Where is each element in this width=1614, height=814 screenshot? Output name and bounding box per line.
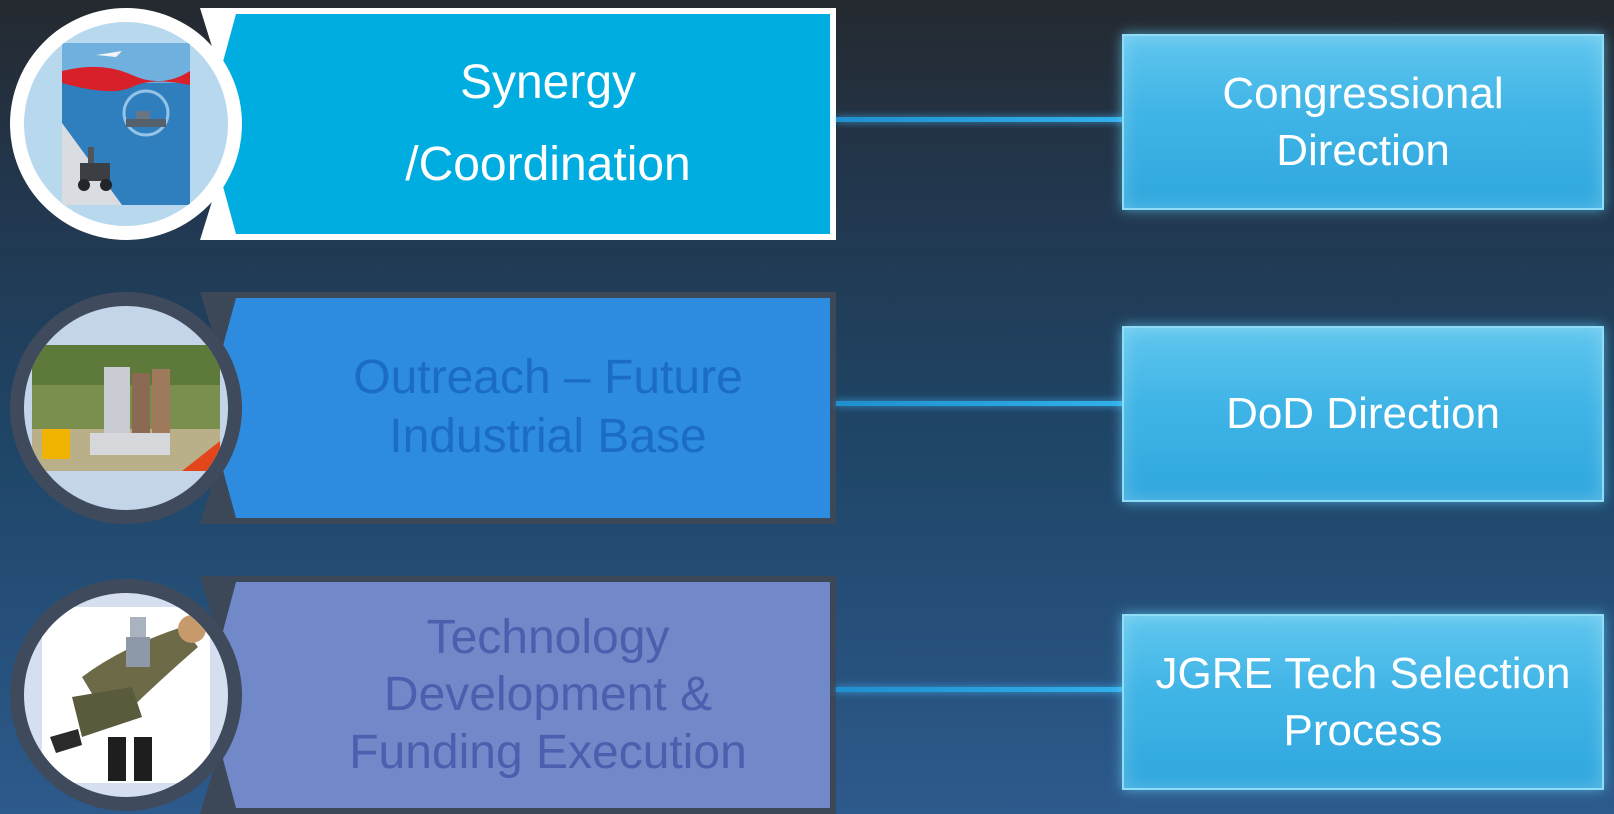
connector-line-1 <box>836 117 1126 122</box>
dod-direction-box: DoD Direction <box>1122 326 1604 502</box>
outreach-industrial-base-label: Outreach – Future Industrial Base <box>353 351 743 463</box>
technology-development-item[interactable]: Technology Development & Funding Executi… <box>0 576 850 814</box>
synergy-coordination-label: Synergy /Coordination <box>405 56 691 191</box>
ship-robot-photo-icon <box>62 43 190 205</box>
synergy-coordination-banner[interactable]: Synergy /Coordination <box>200 8 836 240</box>
soldier-robot-photo-icon <box>42 607 210 783</box>
technology-development-banner[interactable]: Technology Development & Funding Executi… <box>200 576 836 814</box>
technology-badge <box>10 579 242 811</box>
jgre-tech-selection-box: JGRE Tech Selection Process <box>1122 614 1604 790</box>
outreach-industrial-base-item[interactable]: Outreach – Future Industrial Base <box>0 292 850 524</box>
congressional-direction-label: Congressional Direction <box>1222 68 1504 175</box>
technology-development-label: Technology Development & Funding Executi… <box>349 610 747 779</box>
outreach-industrial-base-banner[interactable]: Outreach – Future Industrial Base <box>200 292 836 524</box>
jgre-tech-selection-label: JGRE Tech Selection Process <box>1155 648 1571 755</box>
connector-line-3 <box>836 687 1126 692</box>
congressional-direction-box: Congressional Direction <box>1122 34 1604 210</box>
synergy-coordination-item[interactable]: Synergy /Coordination <box>0 8 850 240</box>
dod-direction-label: DoD Direction <box>1226 389 1500 439</box>
field-robot-photo-icon <box>32 345 220 471</box>
connector-line-2 <box>836 401 1126 406</box>
outreach-badge <box>10 292 242 524</box>
synergy-badge <box>10 8 242 240</box>
